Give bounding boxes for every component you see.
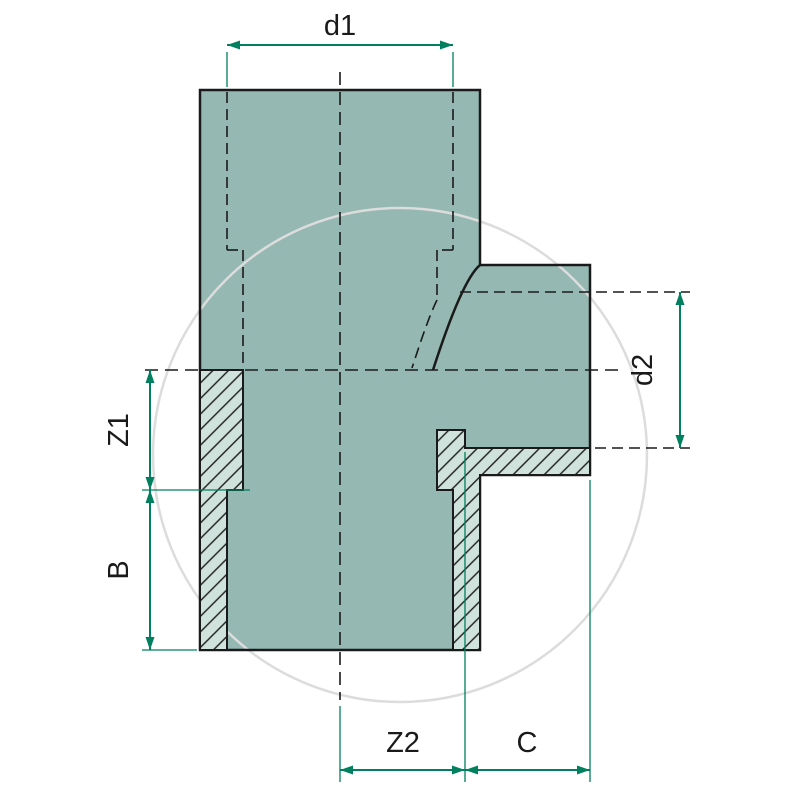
z2-arrow-left	[340, 765, 353, 775]
d2-arrow-bottom	[675, 435, 685, 448]
c-arrow-right	[577, 765, 590, 775]
d2-arrow-top	[675, 292, 685, 305]
label-d1: d1	[324, 10, 356, 42]
z1-arrow-bottom	[145, 477, 155, 490]
hidden-bore-lines	[226, 92, 690, 449]
dimension-arrowheads	[145, 40, 685, 775]
saddle-curve	[431, 264, 481, 371]
label-c: C	[517, 727, 538, 759]
dimension-labels: d1 d2 Z1 B Z2 C	[103, 10, 659, 759]
z2-arrow-right	[452, 765, 465, 775]
centerlines	[145, 72, 622, 700]
z1-arrow-top	[145, 370, 155, 383]
label-z1: Z1	[103, 413, 135, 447]
section-right-wall	[436, 429, 591, 651]
b-arrow-bottom	[145, 637, 155, 650]
section-right-wall-hatch	[437, 430, 590, 650]
watermark-circle	[151, 206, 649, 704]
c-arrow-left	[465, 765, 478, 775]
d1-arrow-right	[440, 40, 453, 50]
label-b: B	[103, 560, 135, 579]
b-arrow-top	[145, 490, 155, 503]
bore-junction-curve	[411, 299, 438, 369]
d1-arrow-left	[227, 40, 240, 50]
label-z2: Z2	[386, 727, 420, 759]
label-d2: d2	[627, 354, 659, 386]
section-left-wall-hatch	[200, 370, 243, 650]
